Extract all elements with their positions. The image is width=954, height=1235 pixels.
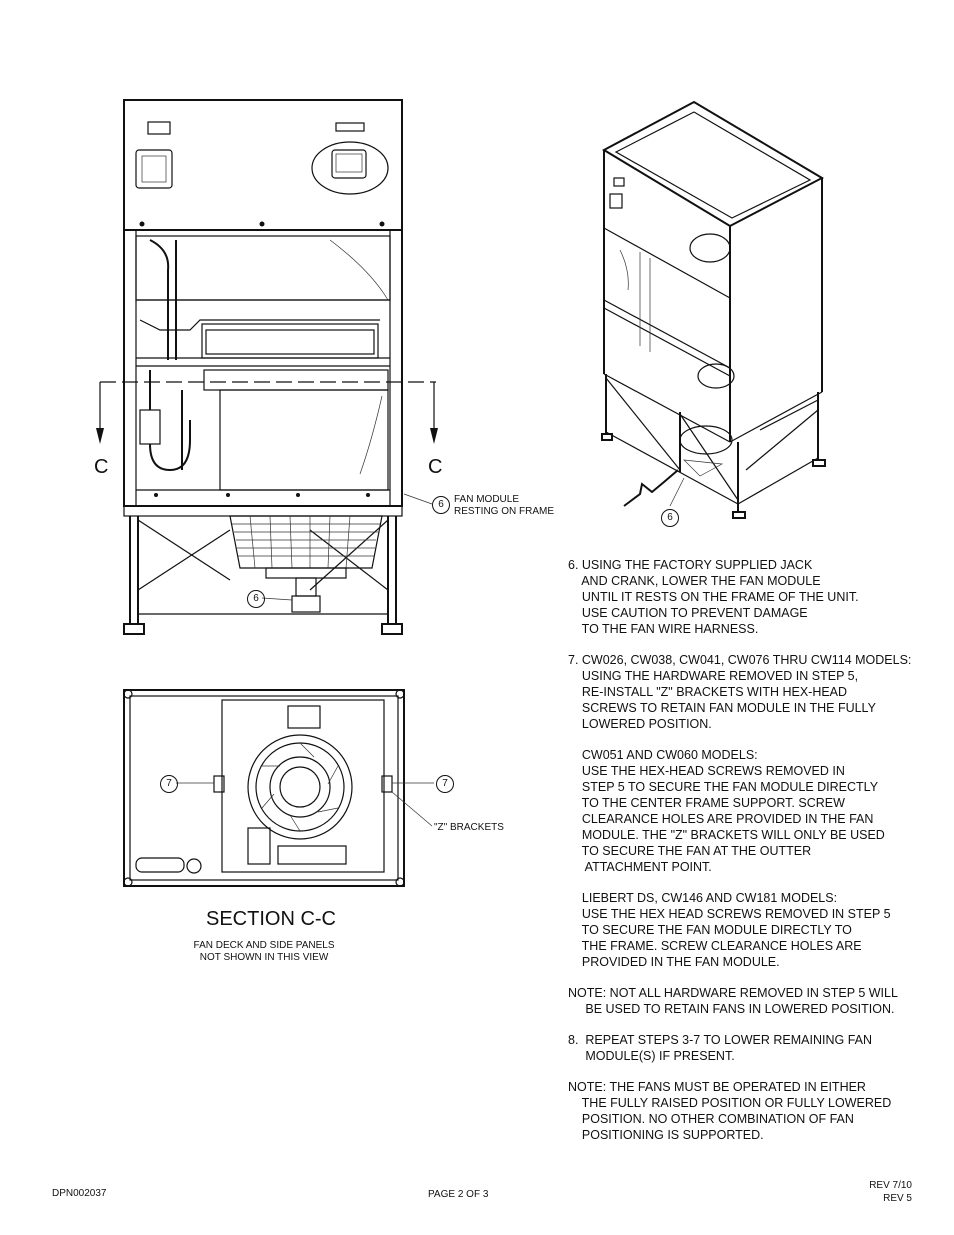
section-letter-left: C	[94, 456, 109, 478]
z-brackets-label: "Z" BRACKETS	[434, 822, 504, 833]
instruction-step-8: 8. REPEAT STEPS 3-7 TO LOWER REMAINING F…	[568, 1033, 873, 1063]
callout-number: 7	[442, 778, 448, 789]
callout-7-right: 7	[436, 775, 454, 793]
callout-number: 6	[667, 512, 673, 523]
section-letter-right: C	[428, 456, 443, 478]
section-note: FAN DECK AND SIDE PANELS NOT SHOWN IN TH…	[193, 940, 335, 963]
callout-number: 6	[253, 593, 259, 604]
page-number: PAGE 2 OF 3	[428, 1189, 489, 1200]
callout-7-left: 7	[160, 775, 178, 793]
rev-date: REV 7/10	[869, 1180, 912, 1191]
note-fan-position: NOTE: THE FANS MUST BE OPERATED IN EITHE…	[568, 1080, 892, 1142]
note-hardware: NOTE: NOT ALL HARDWARE REMOVED IN STEP 5…	[568, 986, 898, 1016]
callout-number: 6	[438, 499, 444, 510]
instruction-step-7-cw051: CW051 AND CW060 MODELS: USE THE HEX-HEAD…	[581, 748, 885, 874]
section-title: SECTION C-C	[206, 908, 336, 930]
instruction-step-7-liebert: LIEBERT DS, CW146 AND CW181 MODELS: USE …	[581, 891, 891, 969]
callout-6-iso: 6	[661, 509, 679, 527]
fan-module-label: FAN MODULE RESTING ON FRAME	[454, 494, 555, 517]
rev-number: REV 5	[883, 1193, 912, 1204]
callout-number: 7	[166, 778, 172, 789]
instruction-step-7: 7. CW026, CW038, CW041, CW076 THRU CW114…	[568, 653, 912, 731]
callout-6-front: 6	[432, 496, 450, 514]
instruction-step-6: 6. USING THE FACTORY SUPPLIED JACK AND C…	[568, 558, 859, 636]
callout-6-leg: 6	[247, 590, 265, 608]
doc-number: DPN002037	[52, 1188, 107, 1199]
